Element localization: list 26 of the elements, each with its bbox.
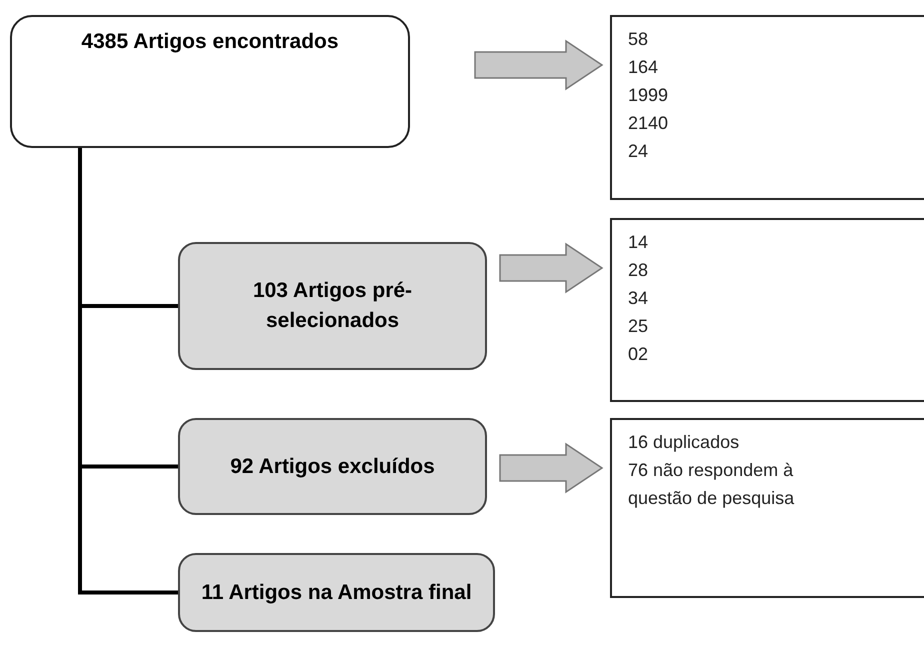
- box-text: 16 duplicados: [628, 431, 740, 454]
- box-text: 164: [628, 56, 660, 79]
- list-box: [610, 218, 924, 402]
- box-text: 92 Artigos excluídos: [230, 454, 435, 480]
- box-text: 58: [628, 28, 650, 51]
- process-box: [178, 242, 487, 370]
- box-text: 11 Artigos na Amostra final: [201, 580, 472, 606]
- box-text: 34: [628, 287, 650, 310]
- box-text: 25: [628, 315, 650, 338]
- block-arrow: [499, 242, 604, 294]
- box-text: 28: [628, 259, 650, 282]
- box-text: 76 não respondem à questão de pesquisa: [628, 459, 796, 510]
- box-text: 4385 Artigos encontrados: [81, 29, 339, 55]
- block-arrow: [474, 40, 604, 90]
- box-text: 2140: [628, 112, 670, 135]
- box-text: 02: [628, 343, 650, 366]
- list-box: [610, 15, 924, 200]
- process-box: [178, 418, 487, 515]
- box-text: 103 Artigos pré-selecionados: [252, 278, 414, 334]
- box-text: 14: [628, 231, 650, 254]
- start-box: [10, 15, 410, 148]
- block-arrow: [499, 442, 604, 494]
- box-text: 1999: [628, 84, 670, 107]
- process-box: [178, 553, 495, 632]
- list-box: [610, 418, 924, 598]
- box-text: 24: [628, 140, 650, 163]
